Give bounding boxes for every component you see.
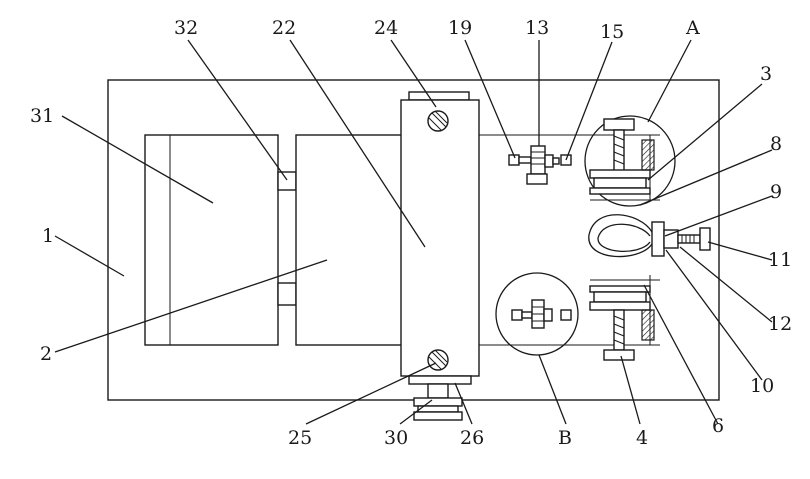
label-13: 13	[525, 17, 549, 39]
clamp-4	[589, 275, 660, 361]
detail-circle-a	[584, 115, 676, 207]
label-32: 32	[174, 17, 198, 39]
leader-lines	[54, 39, 773, 425]
bolt-25	[427, 349, 449, 371]
label-9: 9	[770, 181, 782, 203]
label-12: 12	[768, 313, 792, 335]
label-4: 4	[636, 427, 648, 449]
label-30: 30	[384, 427, 408, 449]
label-1: 1	[42, 225, 54, 247]
label-24: 24	[374, 17, 398, 39]
label-6: 6	[712, 415, 724, 437]
label-11: 11	[768, 249, 792, 271]
label-b: B	[558, 427, 572, 449]
tensioner-9	[651, 221, 711, 257]
label-2: 2	[40, 343, 52, 365]
block-31	[144, 134, 279, 346]
detail-circle-b	[495, 272, 579, 356]
bolt-24	[427, 110, 449, 132]
label-10: 10	[750, 375, 774, 397]
guide-block	[479, 134, 660, 346]
label-31: 31	[30, 105, 54, 127]
label-22: 22	[272, 17, 296, 39]
connector-32	[277, 171, 297, 306]
label-19: 19	[448, 17, 472, 39]
label-15: 15	[600, 21, 624, 43]
clamp-13	[508, 145, 572, 185]
label-25: 25	[288, 427, 312, 449]
label-8: 8	[770, 133, 782, 155]
label-26: 26	[460, 427, 484, 449]
pulley-30	[413, 383, 463, 421]
label-a: A	[685, 17, 700, 39]
label-3: 3	[760, 63, 772, 85]
plate-22	[400, 91, 480, 385]
loop-8	[588, 214, 653, 258]
block-2	[295, 134, 404, 346]
